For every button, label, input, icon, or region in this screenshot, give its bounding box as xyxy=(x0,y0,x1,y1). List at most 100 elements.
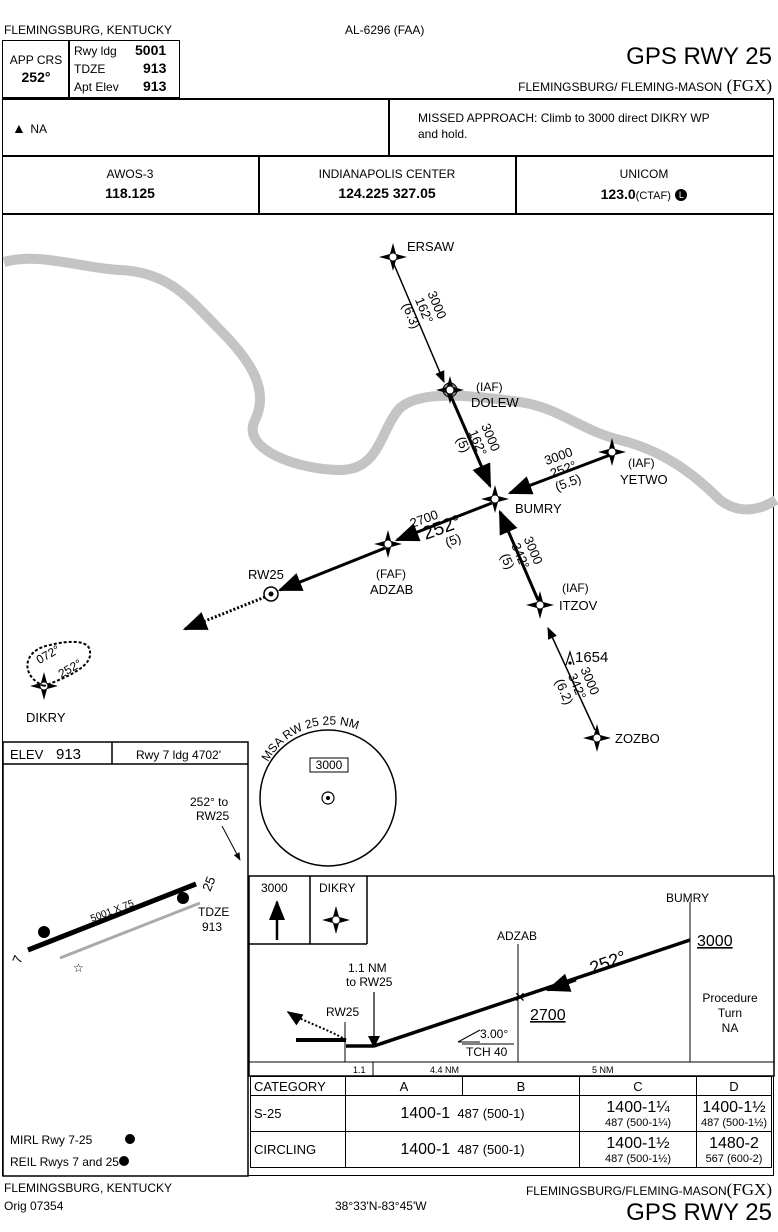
yetwo-label: YETWO xyxy=(620,472,668,487)
hold-in-label: 252° xyxy=(56,656,85,681)
inbound-label: 252° to xyxy=(190,795,228,809)
msa-altitude: 3000 xyxy=(316,758,343,772)
airport-name: FLEMINGSBURG/ FLEMING-MASON xyxy=(518,80,723,94)
missed-approach-arc xyxy=(286,1011,347,1041)
svg-text:(5): (5) xyxy=(443,530,463,550)
footer-airport-id: (FGX) xyxy=(726,1180,772,1199)
procedure-title: GPS RWY 25 xyxy=(626,43,772,70)
hold-out-label: 072° xyxy=(34,642,63,667)
missed-approach-text: MISSED APPROACH: Climb to 3000 direct DI… xyxy=(418,111,710,125)
fix-zozbo-icon xyxy=(583,724,611,752)
header-a: A xyxy=(345,1076,463,1096)
ersaw-label: ERSAW xyxy=(407,239,455,254)
obstacle-label: 1654 xyxy=(575,649,608,666)
row-circling-cat: CIRCLING xyxy=(250,1131,346,1168)
app-crs-label: APP CRS xyxy=(9,53,63,67)
header-location: FLEMINGSBURG, KENTUCKY xyxy=(4,23,173,37)
dist-3: 5 NM xyxy=(592,1065,614,1075)
adzab-faf-label: (FAF) xyxy=(376,567,406,581)
leg-bumry-adzab xyxy=(394,501,493,542)
fix-bumry-icon xyxy=(481,485,509,513)
comm-unicom-name: UNICOM xyxy=(619,167,669,181)
profile-rw25: RW25 xyxy=(326,1005,359,1019)
river xyxy=(2,253,778,515)
descent-path xyxy=(373,938,691,1048)
profile-panel xyxy=(248,875,775,1077)
diagram-tdze-label: TDZE xyxy=(198,905,229,919)
lighting-2: REIL Rwys 7 and 25 xyxy=(10,1155,119,1169)
approach-info-box xyxy=(2,40,180,98)
procedure-id: AL-6296 (FAA) xyxy=(345,23,425,37)
itzov-label: ITZOV xyxy=(559,598,598,613)
nm-note-1: 1.1 NM xyxy=(348,961,387,975)
pt-2: Turn xyxy=(718,1006,742,1020)
row-s25-d: 1400-1½ xyxy=(702,1098,766,1116)
tdze-value: 913 xyxy=(143,60,167,76)
dikry-label: DIKRY xyxy=(26,710,66,725)
leg-itzov-bumry xyxy=(498,509,540,601)
lighting-l-icon: L xyxy=(675,188,688,201)
svg-text:072°: 072° xyxy=(34,642,63,667)
airport-id: (FGX) xyxy=(726,76,772,95)
diagram-tdze-value: 913 xyxy=(202,920,222,934)
lighting-1: MIRL Rwy 7-25 xyxy=(10,1133,93,1147)
comm-center-name: INDIANAPOLIS CENTER xyxy=(318,167,456,181)
airport-diagram-panel xyxy=(2,741,249,1177)
missed-approach-path xyxy=(182,595,266,631)
footer-amendment: Orig 07354 xyxy=(4,1199,64,1213)
glideslope: 3.00° xyxy=(480,1027,508,1041)
fix-ersaw-icon xyxy=(379,243,407,271)
plan-view xyxy=(2,214,774,1176)
na-label: NA xyxy=(30,122,47,136)
zozbo-label: ZOZBO xyxy=(615,731,660,746)
pt-1: Procedure xyxy=(702,991,758,1005)
obstacle-icon xyxy=(565,649,575,666)
rwy-ldg-label: Rwy ldg xyxy=(74,44,117,58)
tdze-label: TDZE xyxy=(74,62,106,76)
yetwo-leg-annotation: 3000 252° (5.5) xyxy=(542,444,583,494)
ma-alt: 3000 xyxy=(261,881,288,895)
footer-location: FLEMINGSBURG, KENTUCKY xyxy=(4,1181,173,1195)
row-circling-ab-hat: 487 (500-1) xyxy=(457,1141,525,1157)
profile-bumry-alt: 3000 xyxy=(697,933,733,950)
apt-elev-value: 913 xyxy=(143,78,167,94)
row-circling-c: 1400-1½ xyxy=(606,1134,670,1152)
comm-awos-freq: 118.125 xyxy=(105,185,155,201)
ma-fix: DIKRY xyxy=(319,881,355,895)
footer-title: GPS RWY 25 xyxy=(626,1199,772,1226)
dolew-label: DOLEW xyxy=(471,395,519,410)
header-d: D xyxy=(696,1076,772,1096)
missed-approach-text-2: and hold. xyxy=(418,127,468,141)
row-s25-ab: 1400-1 xyxy=(400,1104,451,1122)
rwy-ldg-value: 5001 xyxy=(135,42,167,58)
dolew-iaf-label: (IAF) xyxy=(476,380,503,394)
bumry-label: BUMRY xyxy=(515,501,562,516)
profile-adzab: ADZAB xyxy=(497,929,537,943)
row-s25-d-hat: 487 (500-1½) xyxy=(700,1116,768,1129)
beacon-star-icon: ☆ xyxy=(73,961,84,975)
apt-elev-label: Apt Elev xyxy=(74,80,119,94)
leg-dolew-bumry xyxy=(448,393,492,489)
papi-icon-25 xyxy=(177,892,189,904)
yetwo-iaf-label: (IAF) xyxy=(628,456,655,470)
msa-circle xyxy=(259,729,397,867)
rwy-25-label: 25 xyxy=(199,874,218,893)
comms-box xyxy=(2,156,774,214)
footer-airport: FLEMINGSBURG/FLEMING-MASON xyxy=(525,1184,727,1198)
row-circling-ab: 1400-1 xyxy=(400,1140,451,1158)
msa-label: MSA RW 25 25 NM xyxy=(258,713,360,763)
row-s25-ab-hat: 487 (500-1) xyxy=(457,1105,525,1121)
leg-yetwo-bumry xyxy=(507,453,611,495)
pt-3: NA xyxy=(722,1021,739,1035)
holding-pattern xyxy=(26,640,92,687)
nm-note-2: to RW25 xyxy=(346,975,393,989)
vdp-triangle-icon xyxy=(368,1036,380,1048)
runway-7-25 xyxy=(27,881,197,953)
app-crs-value: 252° xyxy=(21,69,51,85)
row-circling-c-hat: 487 (500-1½) xyxy=(604,1152,672,1165)
profile-bumry: BUMRY xyxy=(666,891,709,905)
header-b: B xyxy=(462,1076,580,1096)
